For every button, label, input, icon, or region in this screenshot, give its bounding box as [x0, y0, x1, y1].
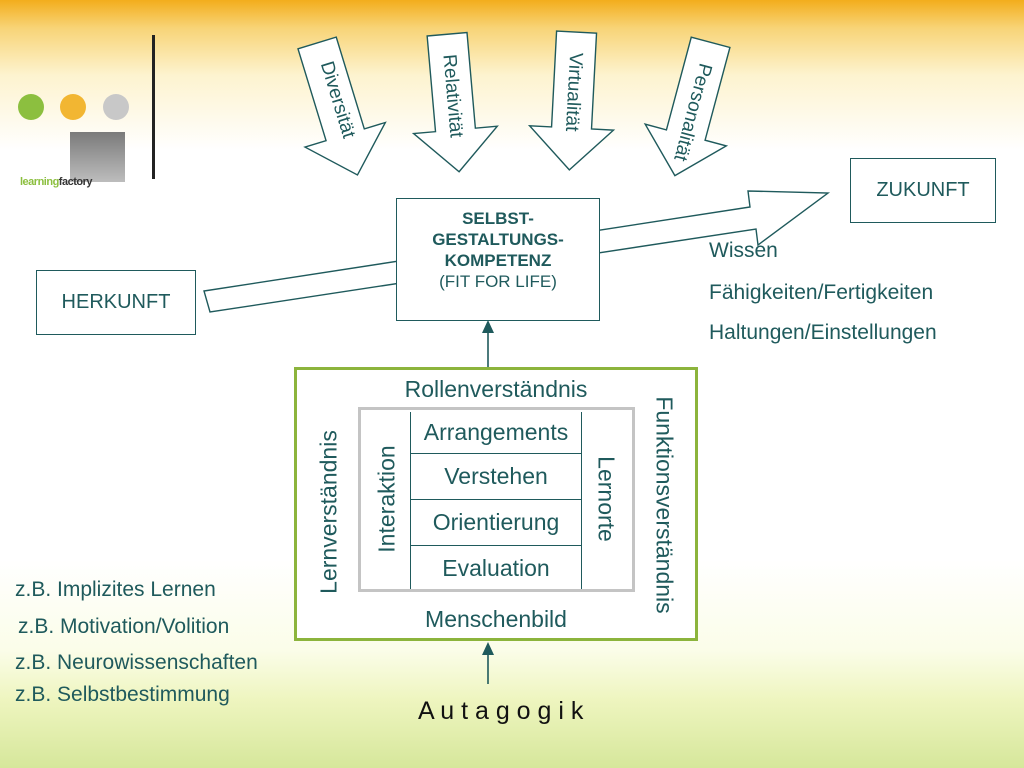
frame-top-label: Rollenverständnis [404, 376, 588, 402]
center-box: SELBST- GESTALTUNGS- KOMPETENZ (FIT FOR … [396, 198, 600, 321]
green-frame [294, 367, 698, 641]
herkunft-label: HERKUNFT [61, 291, 171, 313]
row-evaluation: Evaluation [411, 546, 581, 590]
influence-arrow-relativitat [411, 31, 499, 173]
logo-divider [152, 35, 155, 179]
center-line-1: SELBST- [462, 209, 534, 228]
center-line-4: (FIT FOR LIFE) [439, 272, 557, 291]
frame-bottom-label: Menschenbild [425, 606, 567, 632]
outcome-faehigkeiten: Fähigkeiten/Fertigkeiten [709, 281, 934, 304]
herkunft-box: HERKUNFT [36, 270, 196, 335]
example-motivation: z.B. Motivation/Volition [18, 615, 230, 638]
influence-arrow-diversitat [297, 36, 387, 176]
inner-stack: Arrangements Verstehen Orientierung Eval… [410, 412, 582, 589]
row-orientierung: Orientierung [411, 500, 581, 546]
logo: learningfactory [15, 90, 160, 195]
row-arrangements-label: Arrangements [423, 419, 569, 445]
frame-right-label: Funktionsverständnis [651, 396, 678, 614]
outcome-wissen: Wissen [709, 239, 778, 262]
inner-left-label: Interaktion [373, 445, 400, 553]
influence-label-virtualitat: Virtualität [560, 52, 587, 132]
row-verstehen: Verstehen [411, 454, 581, 500]
influence-arrow-virtualitat [527, 30, 616, 171]
row-orientierung-label: Orientierung [432, 509, 560, 535]
logo-word-factory: factory [58, 176, 93, 188]
center-line-2: GESTALTUNGS- [432, 230, 564, 249]
frame-left-label: Lernverständnis [315, 430, 342, 594]
logo-word-learning: learning [20, 176, 59, 188]
example-neurowissenschaften: z.B. Neurowissenschaften [15, 651, 258, 674]
autagogik-label: A u t a g o g i k [418, 697, 584, 725]
logo-shape [70, 132, 125, 182]
logo-dot-green [18, 94, 44, 120]
zukunft-label: ZUKUNFT [876, 179, 970, 201]
inner-right-label: Lernorte [593, 456, 620, 542]
influence-arrow-personalitat [643, 36, 731, 177]
logo-dot-orange [60, 94, 86, 120]
logo-wordmark: learningfactory [20, 176, 92, 188]
example-implizites-lernen: z.B. Implizites Lernen [15, 578, 216, 601]
outcome-haltungen: Haltungen/Einstellungen [709, 321, 937, 344]
example-selbstbestimmung: z.B. Selbstbestimmung [15, 683, 230, 706]
row-verstehen-label: Verstehen [444, 463, 548, 489]
inner-frame [358, 407, 635, 592]
logo-dot-gray [103, 94, 129, 120]
row-evaluation-label: Evaluation [442, 555, 550, 581]
zukunft-box: ZUKUNFT [850, 158, 996, 223]
center-line-3: KOMPETENZ [444, 251, 552, 270]
row-arrangements: Arrangements [411, 412, 581, 454]
